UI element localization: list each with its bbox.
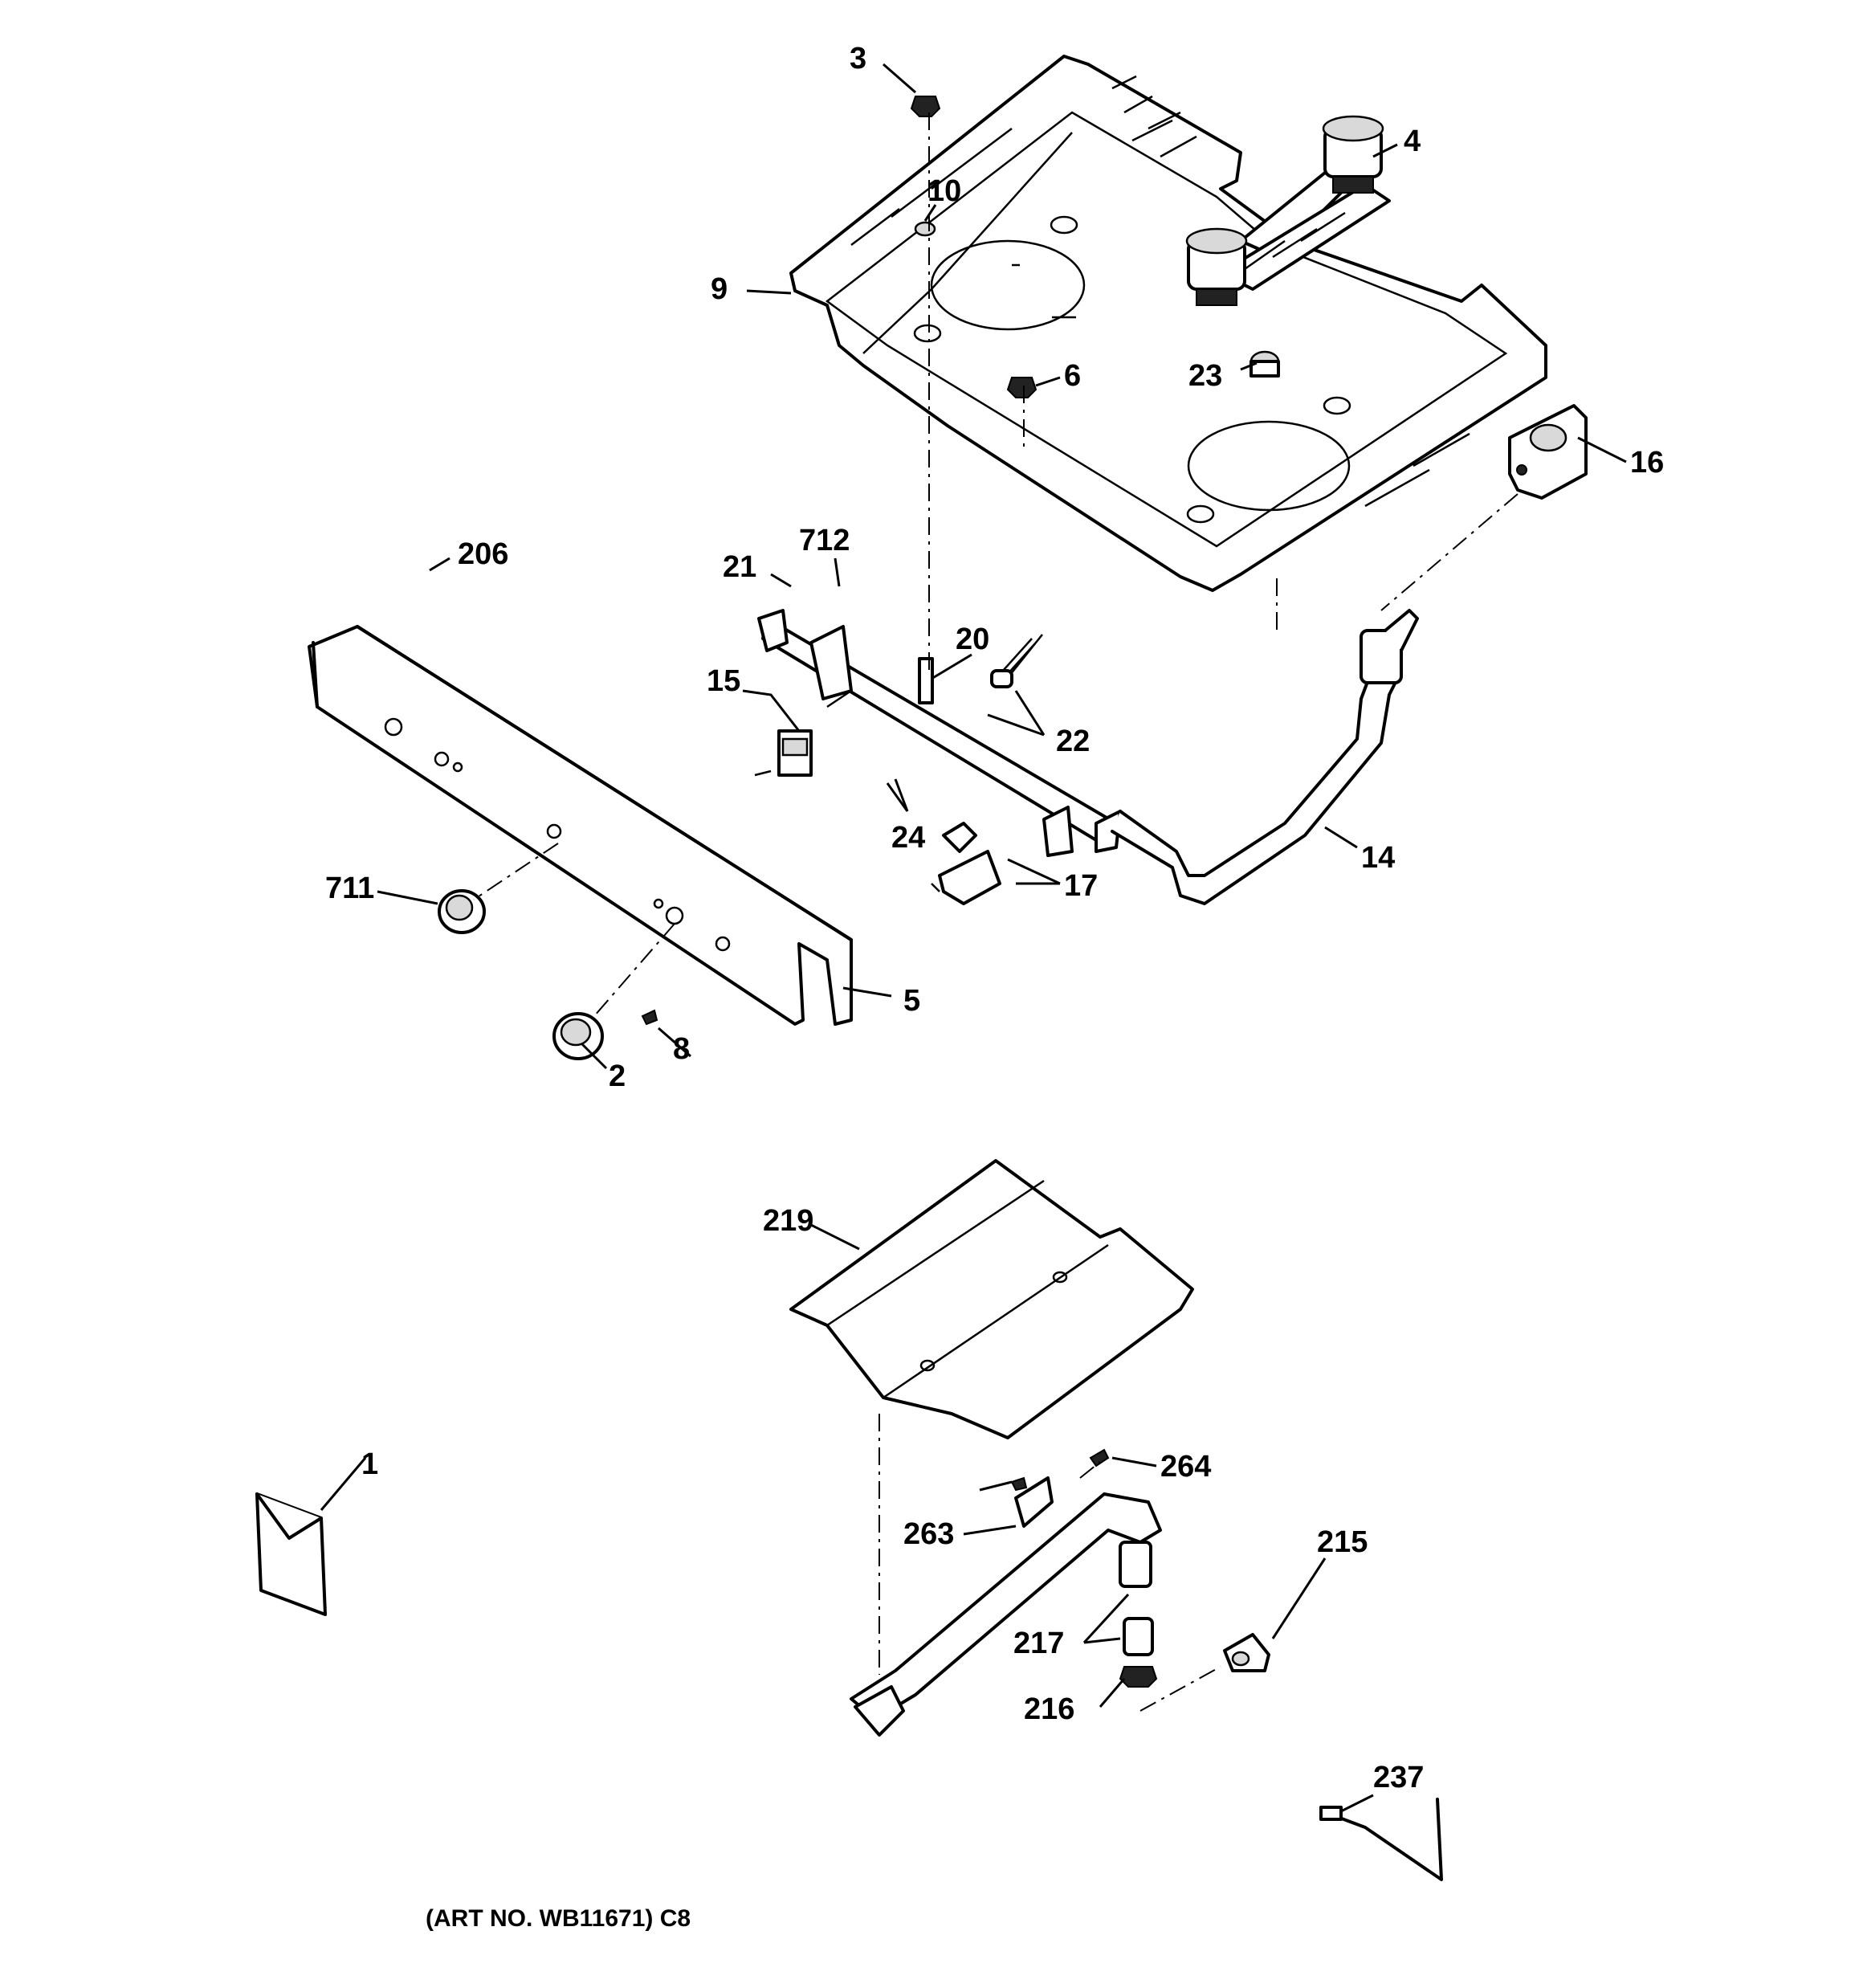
literature-bag: [255, 1492, 327, 1616]
callout-216: 216: [1024, 1692, 1074, 1726]
callout-5: 5: [903, 984, 920, 1018]
callout-206: 206: [458, 537, 508, 571]
burner-bracket: [1508, 404, 1588, 500]
art-number-caption: (ART NO. WB11671) C8: [426, 1905, 691, 1932]
callout-24: 24: [891, 821, 925, 855]
callout-712: 712: [799, 524, 850, 557]
callout-15: 15: [707, 664, 740, 698]
callout-17: 17: [1064, 869, 1098, 903]
broil-burner: [850, 1448, 1270, 1737]
centerlines: [473, 112, 1519, 1712]
callout-14: 14: [1361, 841, 1395, 875]
callout-16: 16: [1630, 446, 1664, 480]
broiler-shield: [789, 1159, 1194, 1439]
tube: [1319, 1798, 1443, 1881]
burner-box: [789, 55, 1547, 592]
callout-6: 6: [1064, 359, 1081, 393]
callout-23: 23: [1188, 359, 1222, 393]
top-burners: [1185, 115, 1391, 306]
fasteners-top: [910, 96, 1280, 398]
callout-21: 21: [723, 550, 756, 584]
callout-217: 217: [1013, 1627, 1064, 1660]
leader-lines: [320, 63, 1627, 1813]
callout-20: 20: [956, 623, 989, 656]
manifold-assembly: [754, 609, 1419, 905]
callout-3: 3: [850, 42, 866, 76]
callout-labels: 3 4 10 9 6 23 16 206 21 712 20 15 22 24 …: [325, 42, 1664, 1794]
callout-10: 10: [927, 174, 961, 208]
callout-1: 1: [361, 1447, 378, 1481]
callout-2: 2: [609, 1059, 626, 1093]
callout-237: 237: [1373, 1761, 1424, 1794]
callout-215: 215: [1317, 1525, 1368, 1559]
callout-9: 9: [711, 272, 728, 306]
callout-711: 711: [325, 872, 374, 905]
control-panel: [308, 625, 853, 1026]
callout-4: 4: [1404, 125, 1421, 158]
callout-8: 8: [673, 1032, 690, 1066]
callout-264: 264: [1160, 1450, 1211, 1484]
callout-263: 263: [903, 1517, 954, 1551]
callout-22: 22: [1056, 725, 1090, 758]
callout-219: 219: [763, 1204, 813, 1238]
knobs: [438, 889, 658, 1060]
